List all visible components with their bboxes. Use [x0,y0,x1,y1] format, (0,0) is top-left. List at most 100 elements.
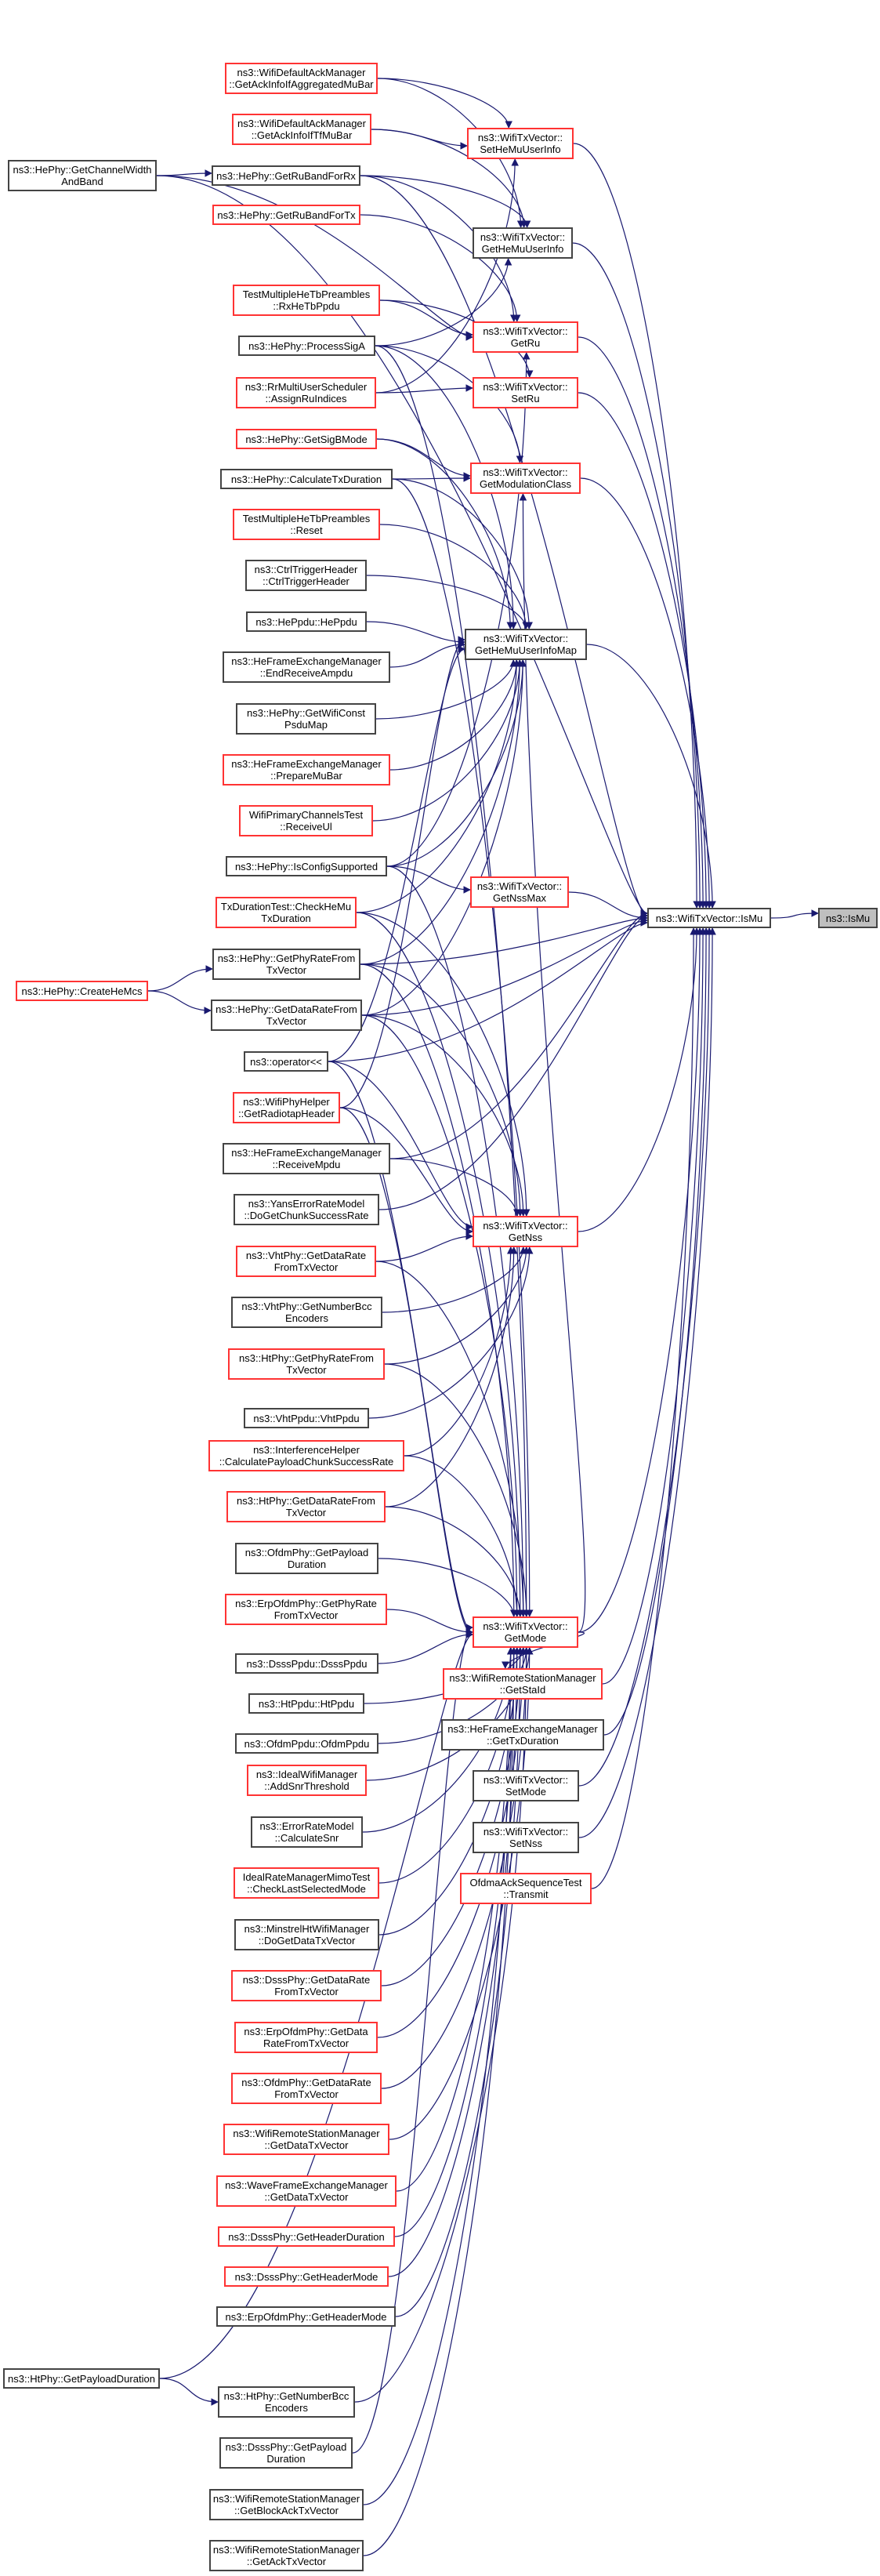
edge-ofdma-transmit-to-txv-ismu [591,927,697,1889]
node-ack-tfmubar[interactable]: ns3::WifiDefaultAckManager::GetAckInfoIf… [232,114,371,145]
node-endrxampdu[interactable]: ns3::HeFrameExchangeManager::EndReceiveA… [223,651,390,683]
node-getnss[interactable]: ns3::WifiTxVector::GetNss [473,1216,578,1247]
node-label-line: TestMultipleHeTbPreambles [242,288,371,300]
node-label-line: ns3::ErpOfdmPhy::GetHeaderMode [225,2310,387,2323]
node-setru[interactable]: ns3::WifiTxVector::SetRu [473,377,578,408]
node-gethemumap[interactable]: ns3::WifiTxVector::GetHeMuUserInfoMap [465,629,587,660]
node-label-line: ::GetDataTxVector [264,2139,349,2151]
edge-checkhemu-to-getnss [356,912,531,1217]
node-dsssppdu[interactable]: ns3::DsssPpdu::DsssPpdu [235,1653,378,1674]
edge-he-phyrate-to-txv-ismu [360,914,648,965]
node-hefem-gettxdur[interactable]: ns3::HeFrameExchangeManager::GetTxDurati… [441,1719,604,1751]
node-radiotap[interactable]: ns3::WifiPhyHelper::GetRadiotapHeader [233,1092,340,1123]
node-rubandtx[interactable]: ns3::HePhy::GetRuBandForTx [212,205,360,225]
node-assignru[interactable]: ns3::RrMultiUserScheduler::AssignRuIndic… [236,377,376,408]
edge-constpsdu-to-gethemumap [375,659,517,720]
edge-wave-datatx-to-getmode [396,1647,515,2192]
node-label-line: ns3::WifiTxVector:: [477,132,563,143]
node-rxhetb[interactable]: TestMultipleHeTbPreambles::RxHeTbPpdu [233,285,380,316]
node-wrsm-ack[interactable]: ns3::WifiRemoteStationManager::GetAckTxV… [209,2540,364,2571]
edge-assignru-to-setru [375,384,473,394]
node-setnss[interactable]: ns3::WifiTxVector::SetNss [473,1822,579,1853]
node-txv-ismu[interactable]: ns3::WifiTxVector::IsMu [647,908,771,928]
edge-gethemumap-to-txv-ismu [586,644,716,909]
node-rubandrx[interactable]: ns3::HePhy::GetRuBandForRx [212,165,360,186]
node-idealmimo[interactable]: IdealRateManagerMimoTest::CheckLastSelec… [234,1867,379,1899]
node-calcsnr[interactable]: ns3::ErrorRateModel::CalculateSnr [251,1816,363,1848]
edge-calctxdur-to-getmodclass [392,474,471,482]
node-isconfig[interactable]: ns3::HePhy::IsConfigSupported [226,856,387,876]
node-wave-datatx[interactable]: ns3::WaveFrameExchangeManager::GetDataTx… [216,2175,397,2207]
node-ctrltrig[interactable]: ns3::CtrlTriggerHeader::CtrlTriggerHeade… [245,560,367,591]
node-getstaid[interactable]: ns3::WifiRemoteStationManager::GetStaId [443,1668,603,1700]
node-heppdu[interactable]: ns3::HePpdu::HePpdu [246,611,367,632]
node-operator[interactable]: ns3::operator<< [244,1051,328,1072]
node-getru[interactable]: ns3::WifiTxVector::GetRu [473,321,578,353]
node-label-line: ns3::HePhy::GetWifiConst [247,707,365,719]
node-setmode[interactable]: ns3::WifiTxVector::SetMode [473,1770,579,1801]
node-yans[interactable]: ns3::YansErrorRateModel::DoGetChunkSucce… [234,1194,379,1225]
node-label-line: ns3::HtPpdu::HtPpdu [258,1697,355,1710]
edge-radiotap-to-getnss [339,1107,473,1235]
node-wrsm-blockack[interactable]: ns3::WifiRemoteStationManager::GetBlockA… [209,2489,364,2520]
node-sigbmode[interactable]: ns3::HePhy::GetSigBMode [236,429,377,449]
node-label-line: ::GetDataTxVector [264,2191,349,2203]
node-processsiga[interactable]: ns3::HePhy::ProcessSigA [238,336,375,356]
edge-setmode-to-txv-ismu [578,927,713,1787]
node-ht-payload[interactable]: ns3::HtPhy::GetPayloadDuration [3,2368,160,2389]
node-label-line: ns3::MinstrelHtWifiManager [244,1923,370,1935]
node-gethemu[interactable]: ns3::WifiTxVector::GetHeMuUserInfo [473,227,573,259]
node-interf[interactable]: ns3::InterferenceHelper::CalculatePayloa… [208,1440,404,1471]
node-preparemubar[interactable]: ns3::HeFrameExchangeManager::PrepareMuBa… [223,754,390,785]
edge-ht-datarate-to-getmode [385,1506,524,1617]
node-ofdma-transmit[interactable]: OfdmaAckSequenceTest::Transmit [460,1873,592,1904]
edge-yans-to-txv-ismu [378,912,648,1210]
node-label-line: ns3::WifiRemoteStationManager [212,2493,360,2505]
node-receiveul[interactable]: WifiPrimaryChannelsTest::ReceiveUl [239,805,373,836]
node-htppdu[interactable]: ns3::HtPpdu::HtPpdu [248,1693,364,1714]
node-label-line: ns3::IsMu [825,912,871,924]
edge-getnssmax-to-txv-ismu [568,891,648,922]
node-ack-aggmubar[interactable]: ns3::WifiDefaultAckManager::GetAckInfoIf… [225,63,378,94]
edge-rubandtx-to-getru [360,214,521,322]
node-sethemu[interactable]: ns3::WifiTxVector::SetHeMuUserInfo [467,128,574,159]
node-getmodclass[interactable]: ns3::WifiTxVector::GetModulationClass [470,463,581,494]
edge-erp-phyrate-to-getmode [386,1609,473,1636]
node-label-line: ns3::VhtPhy::GetNumberBcc [241,1301,372,1312]
node-dsss-hdrmode[interactable]: ns3::DsssPhy::GetHeaderMode [224,2266,389,2287]
node-createhemcs[interactable]: ns3::HePhy::CreateHeMcs [16,981,148,1001]
node-minstrel[interactable]: ns3::MinstrelHtWifiManager::DoGetDataTxV… [234,1919,379,1950]
node-receivempdu[interactable]: ns3::HeFrameExchangeManager::ReceiveMpdu [223,1143,390,1174]
node-getmode[interactable]: ns3::WifiTxVector::GetMode [473,1616,578,1648]
node-ideal-snr[interactable]: ns3::IdealWifiManager::AddSnrThreshold [247,1765,367,1796]
node-wrsm-datatx[interactable]: ns3::WifiRemoteStationManager::GetDataTx… [223,2124,389,2155]
node-label-line: ::GetStaId [499,1684,546,1696]
edge-rubandrx-to-txv-ismu [360,175,648,920]
node-getnssmax[interactable]: ns3::WifiTxVector::GetNssMax [470,876,569,908]
node-dsss-hdrdur[interactable]: ns3::DsssPhy::GetHeaderDuration [218,2226,395,2247]
node-calctxdur[interactable]: ns3::HePhy::CalculateTxDuration [220,469,393,489]
node-tmhtb-reset[interactable]: TestMultipleHeTbPreambles::Reset [233,509,380,540]
node-label-line: ns3::DsssPhy::GetDataRate [242,1974,371,1986]
node-erp-hdrmode[interactable]: ns3::ErpOfdmPhy::GetHeaderMode [216,2306,396,2327]
node-ofdmppdu[interactable]: ns3::OfdmPpdu::OfdmPpdu [235,1733,378,1754]
node-vhtppdu[interactable]: ns3::VhtPpdu::VhtPpdu [244,1408,369,1428]
edge-receivempdu-to-txv-ismu [389,909,648,1159]
edge-assignru-to-sethemu [375,158,519,394]
